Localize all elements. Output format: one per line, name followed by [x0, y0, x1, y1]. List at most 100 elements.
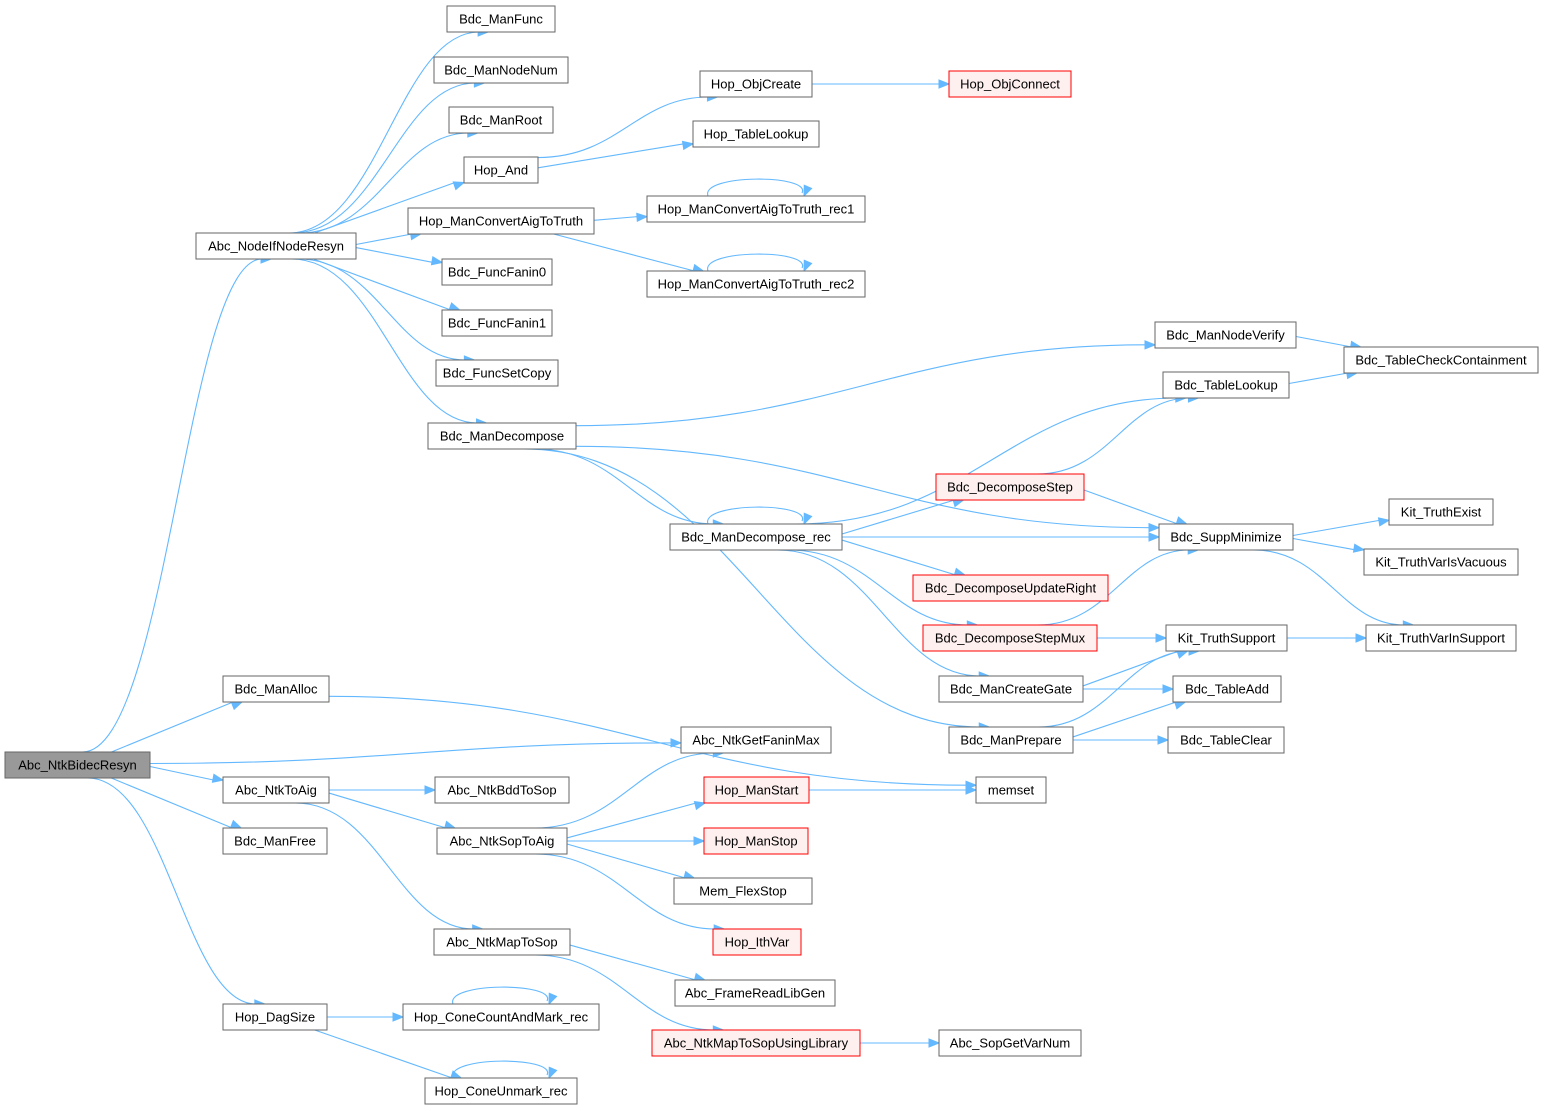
node-box[interactable] — [195, 232, 357, 260]
node-abc-ntktoaig[interactable]: Abc_NtkToAig — [222, 776, 330, 804]
node-bdc-suppminimize[interactable]: Bdc_SuppMinimize — [1158, 523, 1294, 551]
node-mem-flexstop[interactable]: Mem_FlexStop — [673, 877, 813, 905]
node-box[interactable] — [434, 776, 570, 804]
node-kit-truthvarisvacuous[interactable]: Kit_TruthVarIsVacuous — [1363, 548, 1519, 576]
node-box[interactable] — [651, 1029, 861, 1057]
node-hop-objconnect[interactable]: Hop_ObjConnect — [948, 70, 1072, 98]
node-box[interactable] — [222, 827, 328, 855]
node-box[interactable] — [441, 258, 553, 286]
node-hop-dagsize[interactable]: Hop_DagSize — [222, 1003, 328, 1031]
node-box[interactable] — [1167, 726, 1285, 754]
node-box[interactable] — [4, 751, 151, 779]
node-kit-truthsupport[interactable]: Kit_TruthSupport — [1165, 624, 1288, 652]
node-bdc-mannodenum[interactable]: Bdc_ManNodeNum — [433, 56, 569, 84]
node-box[interactable] — [680, 726, 832, 754]
node-bdc-decomposestepmux[interactable]: Bdc_DecomposeStepMux — [922, 624, 1098, 652]
node-bdc-manalloc[interactable]: Bdc_ManAlloc — [222, 675, 330, 703]
node-box[interactable] — [692, 120, 820, 148]
node-box[interactable] — [912, 574, 1109, 602]
node-box[interactable] — [1172, 675, 1282, 703]
node-abc-ntkgetfaninmax[interactable]: Abc_NtkGetFaninMax — [680, 726, 832, 754]
node-box[interactable] — [436, 827, 568, 855]
node-box[interactable] — [1388, 498, 1494, 526]
node-bdc-funcfanin0[interactable]: Bdc_FuncFanin0 — [441, 258, 553, 286]
node-box[interactable] — [433, 56, 569, 84]
node-box[interactable] — [1162, 371, 1290, 399]
node-box[interactable] — [703, 776, 810, 804]
node-abc-ntksoptoaig[interactable]: Abc_NtkSopToAig — [436, 827, 568, 855]
node-box[interactable] — [222, 776, 330, 804]
node-box[interactable] — [938, 1029, 1082, 1057]
node-hop-coneunmark-rec[interactable]: Hop_ConeUnmark_rec — [424, 1077, 578, 1105]
node-box[interactable] — [646, 270, 866, 298]
node-box[interactable] — [463, 156, 539, 184]
node-bdc-funcfanin1[interactable]: Bdc_FuncFanin1 — [441, 309, 553, 337]
node-bdc-funcsetcopy[interactable]: Bdc_FuncSetCopy — [435, 359, 559, 387]
node-hop-manconvertaigtotruth-rec2[interactable]: Hop_ManConvertAigToTruth_rec2 — [646, 270, 866, 298]
node-bdc-mancreategate[interactable]: Bdc_ManCreateGate — [938, 675, 1084, 703]
node-hop-objcreate[interactable]: Hop_ObjCreate — [699, 70, 813, 98]
node-box[interactable] — [1154, 321, 1297, 349]
node-hop-manstart[interactable]: Hop_ManStart — [703, 776, 810, 804]
node-hop-tablelookup[interactable]: Hop_TableLookup — [692, 120, 820, 148]
node-box[interactable] — [948, 726, 1074, 754]
node-abc-framereadlibgen[interactable]: Abc_FrameReadLibGen — [674, 979, 836, 1007]
node-hop-manconvertaigtotruth[interactable]: Hop_ManConvertAigToTruth — [407, 207, 595, 235]
node-bdc-mannodeverify[interactable]: Bdc_ManNodeVerify — [1154, 321, 1297, 349]
node-bdc-decomposestep[interactable]: Bdc_DecomposeStep — [935, 473, 1085, 501]
node-box[interactable] — [435, 359, 559, 387]
node-box[interactable] — [433, 928, 571, 956]
node-bdc-mandecompose[interactable]: Bdc_ManDecompose — [427, 422, 577, 450]
node-bdc-tablelookup[interactable]: Bdc_TableLookup — [1162, 371, 1290, 399]
node-hop-manstop[interactable]: Hop_ManStop — [703, 827, 809, 855]
node-box[interactable] — [922, 624, 1098, 652]
node-bdc-manfree[interactable]: Bdc_ManFree — [222, 827, 328, 855]
node-kit-truthvarinsupport[interactable]: Kit_TruthVarInSupport — [1365, 624, 1517, 652]
node-box[interactable] — [424, 1077, 578, 1105]
node-box[interactable] — [1165, 624, 1288, 652]
node-box[interactable] — [699, 70, 813, 98]
node-hop-manconvertaigtotruth-rec1[interactable]: Hop_ManConvertAigToTruth_rec1 — [646, 195, 866, 223]
node-abc-ntkmaptosopusinglibrary[interactable]: Abc_NtkMapToSopUsingLibrary — [651, 1029, 861, 1057]
node-box[interactable] — [1343, 346, 1539, 374]
node-memset[interactable]: memset — [975, 776, 1047, 804]
node-box[interactable] — [446, 5, 556, 33]
node-box[interactable] — [1158, 523, 1294, 551]
node-box[interactable] — [222, 675, 330, 703]
node-box[interactable] — [441, 309, 553, 337]
node-box[interactable] — [448, 106, 554, 134]
node-abc-nodeifnoderesyn[interactable]: Abc_NodeIfNodeResyn — [195, 232, 357, 260]
node-abc-ntkbidecresyn[interactable]: Abc_NtkBidecResyn — [4, 751, 151, 779]
node-abc-ntkmaptosop[interactable]: Abc_NtkMapToSop — [433, 928, 571, 956]
node-hop-and[interactable]: Hop_And — [463, 156, 539, 184]
node-box[interactable] — [407, 207, 595, 235]
node-abc-ntkbddtosop[interactable]: Abc_NtkBddToSop — [434, 776, 570, 804]
node-box[interactable] — [669, 523, 843, 551]
node-kit-truthexist[interactable]: Kit_TruthExist — [1388, 498, 1494, 526]
node-box[interactable] — [222, 1003, 328, 1031]
node-hop-ithvar[interactable]: Hop_IthVar — [712, 928, 802, 956]
node-abc-sopgetvarnum[interactable]: Abc_SopGetVarNum — [938, 1029, 1082, 1057]
node-box[interactable] — [703, 827, 809, 855]
node-box[interactable] — [1365, 624, 1517, 652]
node-bdc-tablecheckcontainment[interactable]: Bdc_TableCheckContainment — [1343, 346, 1539, 374]
node-box[interactable] — [938, 675, 1084, 703]
node-bdc-mandecompose-rec[interactable]: Bdc_ManDecompose_rec — [669, 523, 843, 551]
node-box[interactable] — [935, 473, 1085, 501]
node-box[interactable] — [712, 928, 802, 956]
node-bdc-tableclear[interactable]: Bdc_TableClear — [1167, 726, 1285, 754]
node-box[interactable] — [1363, 548, 1519, 576]
node-box[interactable] — [646, 195, 866, 223]
node-box[interactable] — [427, 422, 577, 450]
node-box[interactable] — [975, 776, 1047, 804]
node-bdc-decomposeupdateright[interactable]: Bdc_DecomposeUpdateRight — [912, 574, 1109, 602]
node-bdc-tableadd[interactable]: Bdc_TableAdd — [1172, 675, 1282, 703]
node-bdc-manfunc[interactable]: Bdc_ManFunc — [446, 5, 556, 33]
node-bdc-manroot[interactable]: Bdc_ManRoot — [448, 106, 554, 134]
node-bdc-manprepare[interactable]: Bdc_ManPrepare — [948, 726, 1074, 754]
node-box[interactable] — [948, 70, 1072, 98]
node-box[interactable] — [673, 877, 813, 905]
node-hop-conecountandmark-rec[interactable]: Hop_ConeCountAndMark_rec — [402, 1003, 600, 1031]
node-box[interactable] — [402, 1003, 600, 1031]
node-box[interactable] — [674, 979, 836, 1007]
